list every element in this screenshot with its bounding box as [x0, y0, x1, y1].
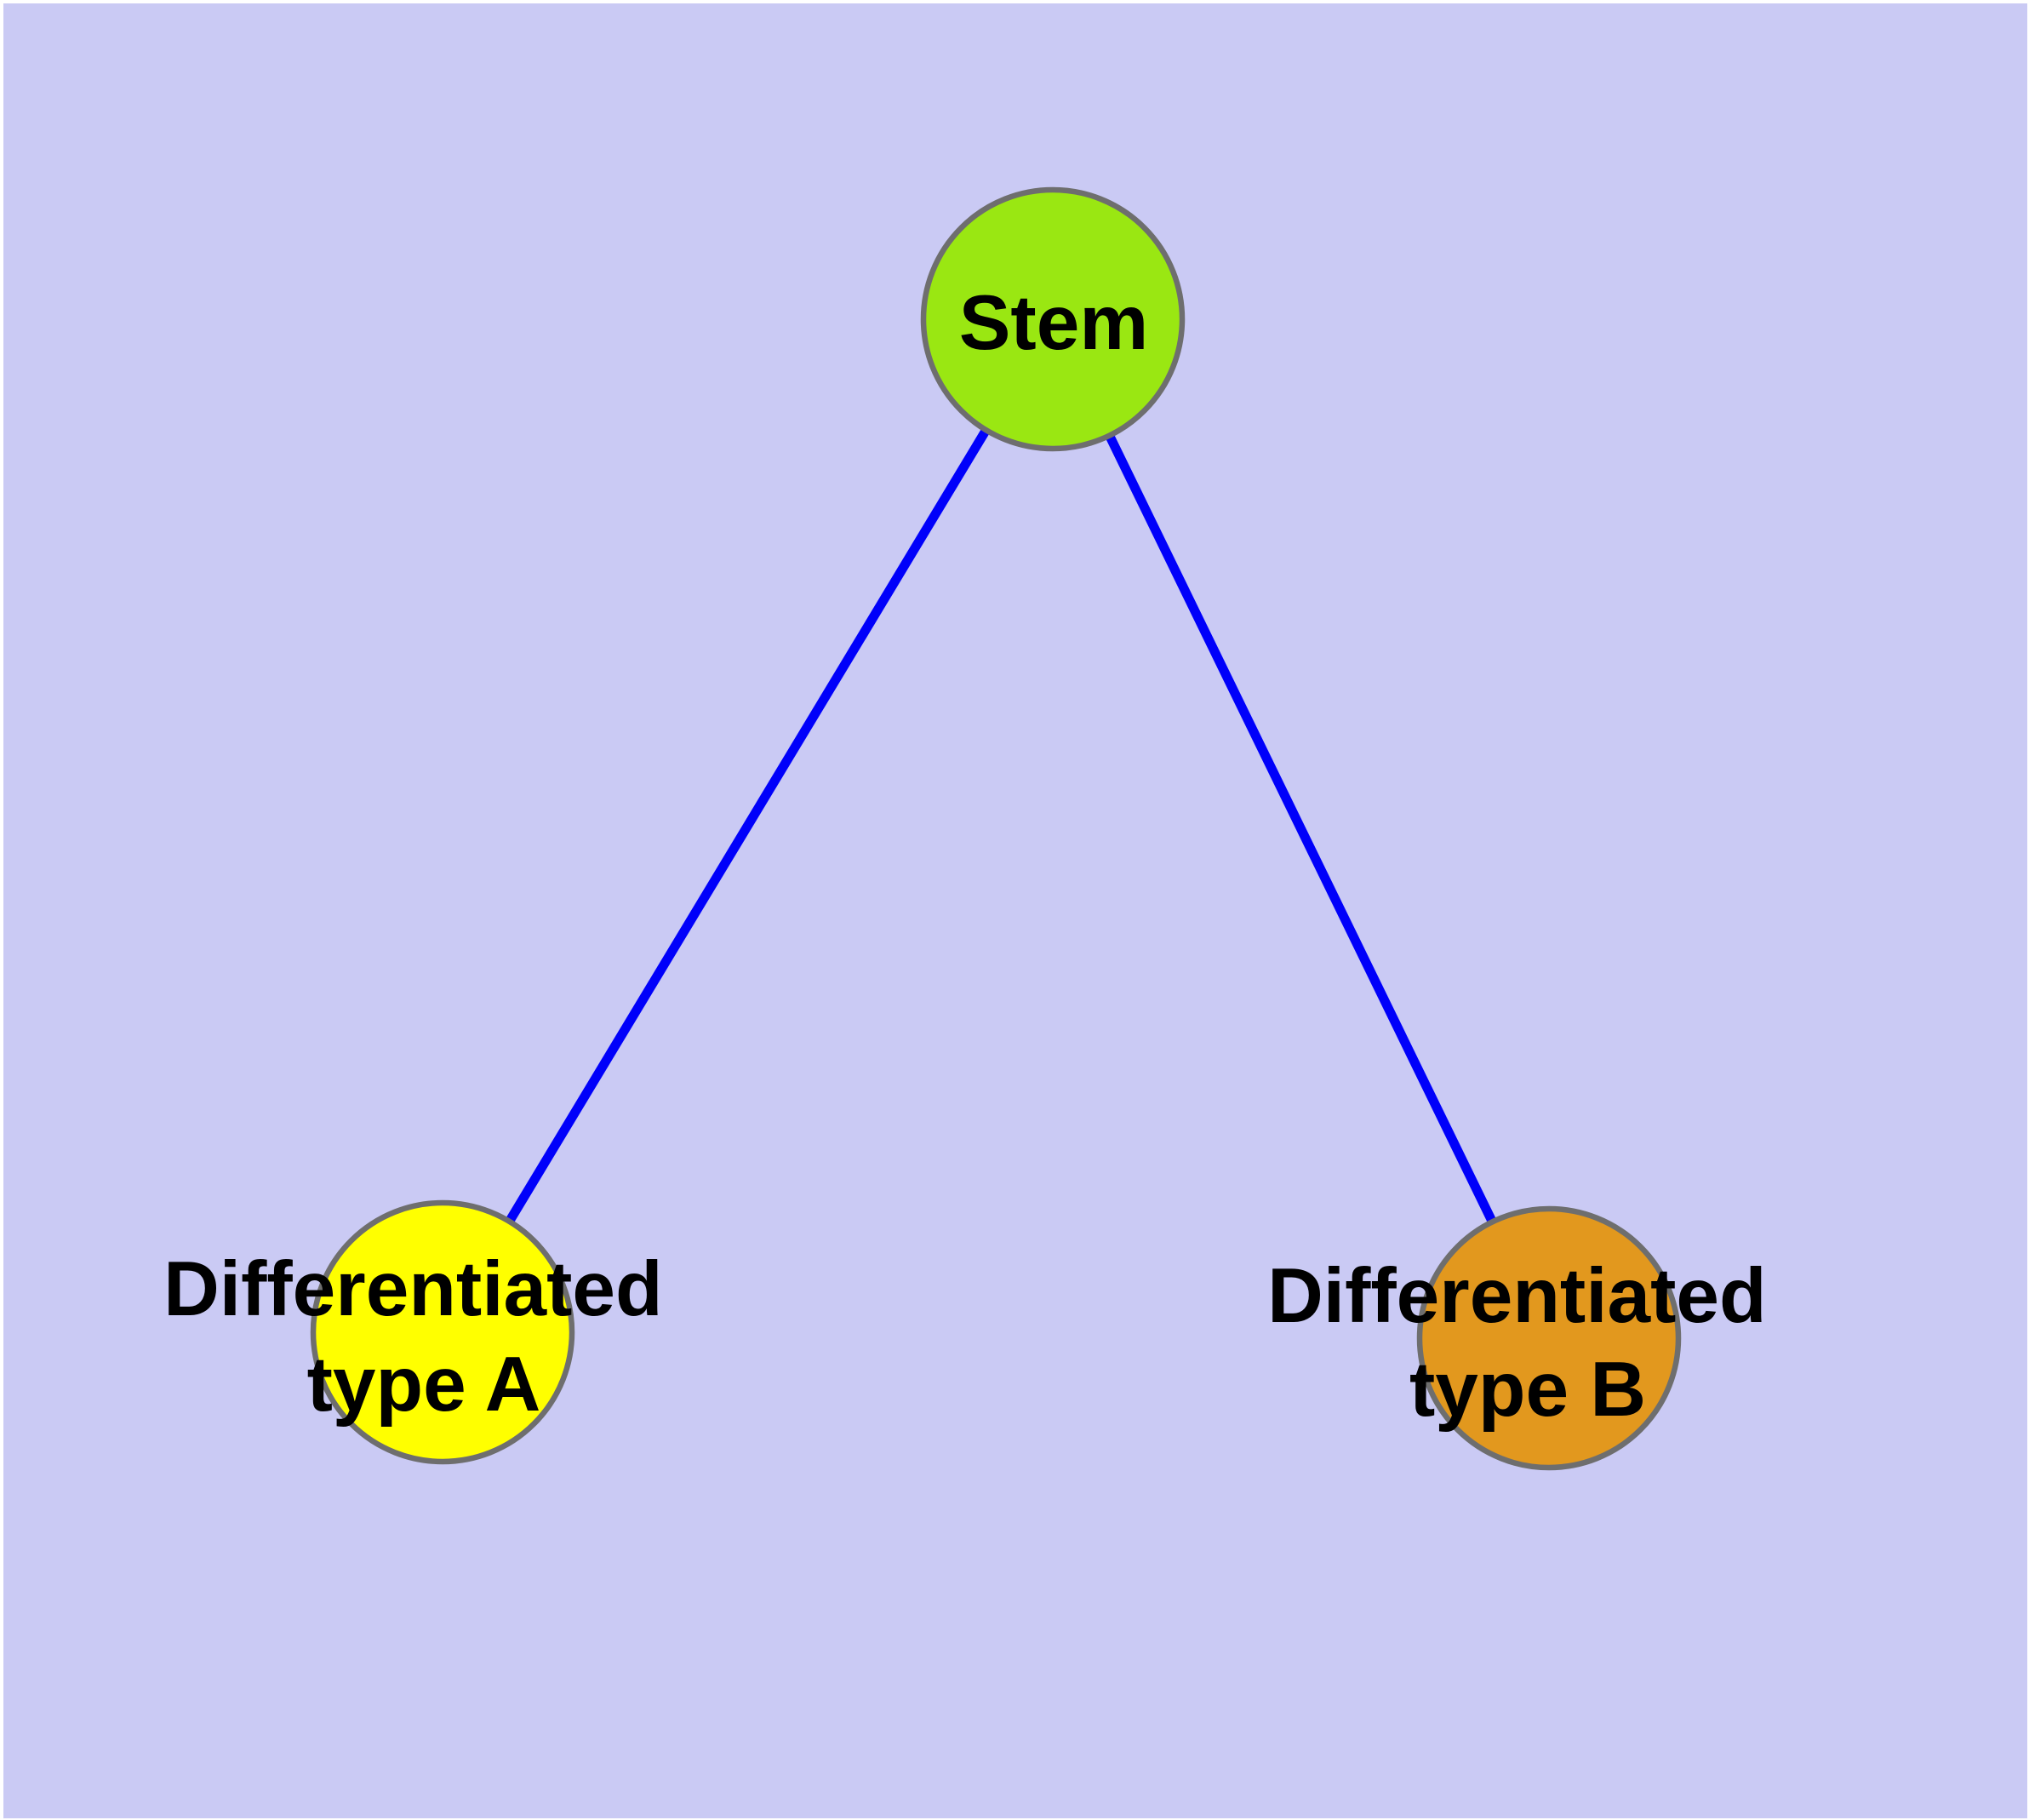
node-type-a-label-line-1: Differentiated — [163, 1246, 663, 1332]
node-type-a-circle — [310, 1199, 575, 1465]
edge-stem-to-type-a — [438, 317, 1057, 1335]
edge-stem-to-type-b — [1049, 317, 1553, 1341]
node-stem-label: Stem — [959, 280, 1149, 366]
node-type-b-circle — [1416, 1205, 1682, 1471]
node-type-b-label-line-1: Differentiated — [1267, 1253, 1767, 1339]
node-stem-circle — [920, 186, 1186, 452]
node-type-a-label-line-2: type A — [307, 1342, 541, 1428]
node-type-b-label: Differentiated type B — [1267, 1253, 1788, 1433]
node-type-b-label-line-2: type B — [1409, 1347, 1646, 1433]
node-type-a-label: Differentiated type A — [163, 1246, 684, 1428]
